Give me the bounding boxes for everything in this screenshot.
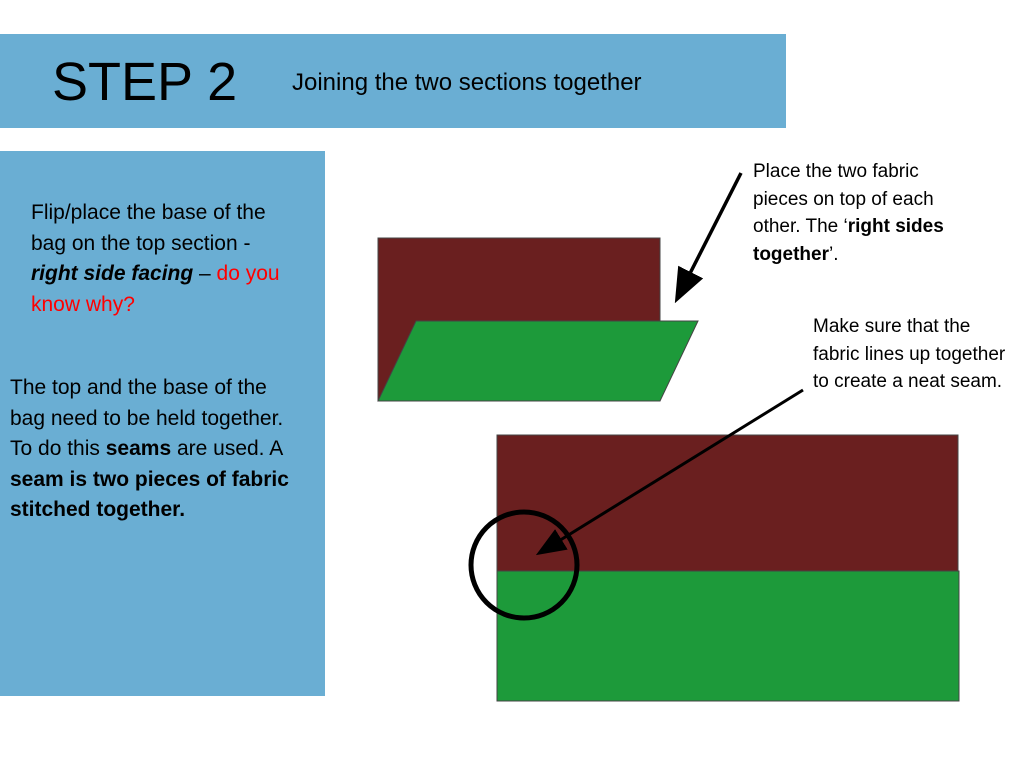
seams-keyword: seams	[105, 437, 172, 460]
right-side-facing-emphasis: right side facing	[31, 262, 194, 285]
side-panel	[0, 151, 325, 696]
note-right-sides-together: Place the two fabric pieces on top of ea…	[753, 158, 963, 268]
instruction-text-part: Flip/place the base of the bag on the to…	[31, 201, 266, 255]
joined-top-section-fabric	[496, 434, 959, 573]
arrow-to-seam	[535, 388, 804, 556]
explanation-text-part-2: are used. A	[171, 437, 283, 460]
joined-base-fabric	[496, 570, 960, 702]
page-subtitle: Joining the two sections together	[292, 69, 642, 96]
right-sides-together-emphasis: right sides together	[753, 216, 944, 265]
seam-highlight-circle	[468, 509, 580, 621]
note-top-text-end: ’.	[829, 243, 839, 265]
instruction-dash: –	[193, 262, 217, 285]
seam-explanation: The top and the base of the bag need to …	[10, 373, 300, 526]
arrow-to-upper-diagram	[674, 172, 743, 304]
note-top-text: Place the two fabric pieces on top of ea…	[753, 161, 934, 237]
page-title: STEP 2	[52, 52, 238, 112]
explanation-text-part: The top and the base of the bag need to …	[10, 376, 284, 460]
note-neat-seam: Make sure that the fabric lines up toget…	[813, 316, 1006, 392]
instruction-question: do you know why?	[31, 262, 280, 316]
seam-definition: seam is two pieces of fabric stitched to…	[10, 467, 289, 522]
base-fabric-flipped	[377, 320, 699, 402]
header-banner	[0, 34, 786, 128]
instruction-text: Flip/place the base of the bag on the to…	[31, 198, 291, 320]
